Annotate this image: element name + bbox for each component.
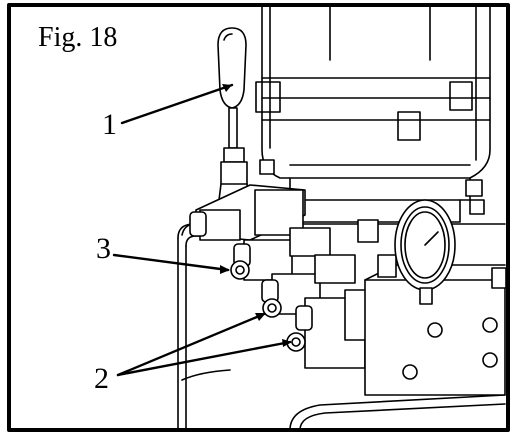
leader-2a (116, 312, 266, 377)
valve-block (189, 184, 506, 396)
leader-2b (116, 340, 292, 377)
figure-border (7, 3, 510, 432)
arrowhead-2b (282, 339, 292, 347)
callout-label-1: 1 (102, 108, 117, 141)
motor (255, 4, 491, 223)
figure-title: Fig. 18 (38, 22, 118, 53)
lever (217, 27, 250, 201)
fittings (230, 159, 507, 380)
arrowhead-1 (222, 84, 232, 92)
callout-label-3: 3 (96, 232, 111, 265)
arrowhead-2a (255, 313, 266, 321)
leader-3 (112, 253, 230, 272)
leader-lines (112, 83, 292, 377)
callout-label-2: 2 (94, 362, 109, 395)
arrowhead-3 (220, 265, 230, 274)
leader-1 (120, 83, 234, 125)
pressure-gauge (394, 199, 456, 305)
